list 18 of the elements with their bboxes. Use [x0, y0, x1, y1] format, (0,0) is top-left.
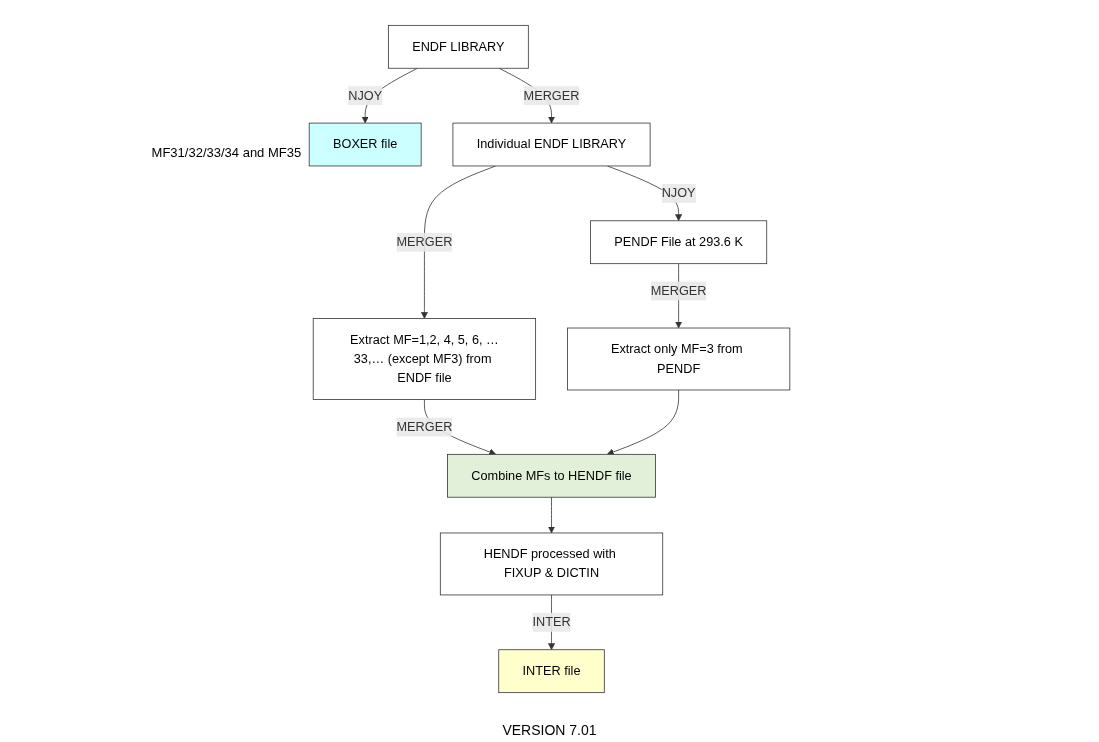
edge-label: MERGER	[650, 283, 707, 298]
node-note: MF31/32/33/34 and MF35	[151, 144, 302, 160]
node-box: INTER file	[498, 649, 605, 694]
node-box: Extract MF=1,2, 4, 5, 6, …33,… (except MF3) from ENDF file	[312, 318, 536, 400]
edge-label: MERGER	[396, 235, 453, 249]
node-box: BOXER file	[308, 122, 422, 167]
edge-label: NJOY	[661, 186, 696, 200]
node-box: Individual ENDF LIBRARY	[452, 122, 651, 167]
note-label: VERSION 7.01	[502, 722, 597, 738]
edge-label: NJOY	[348, 88, 383, 103]
node-box: Combine MFs to HENDF file	[447, 453, 656, 498]
node-box: Extract only MF=3 from PENDF	[567, 327, 791, 391]
edge-label: MERGER	[396, 419, 453, 434]
edge-label: MERGER	[523, 88, 580, 103]
node-box: PENDF File at 293.6 K	[590, 220, 768, 265]
node-box: ENDF LIBRARY	[387, 24, 529, 69]
edge-label: INTER	[532, 615, 571, 629]
node-box: HENDF processed with FIXUP & DICTIN	[439, 532, 664, 596]
